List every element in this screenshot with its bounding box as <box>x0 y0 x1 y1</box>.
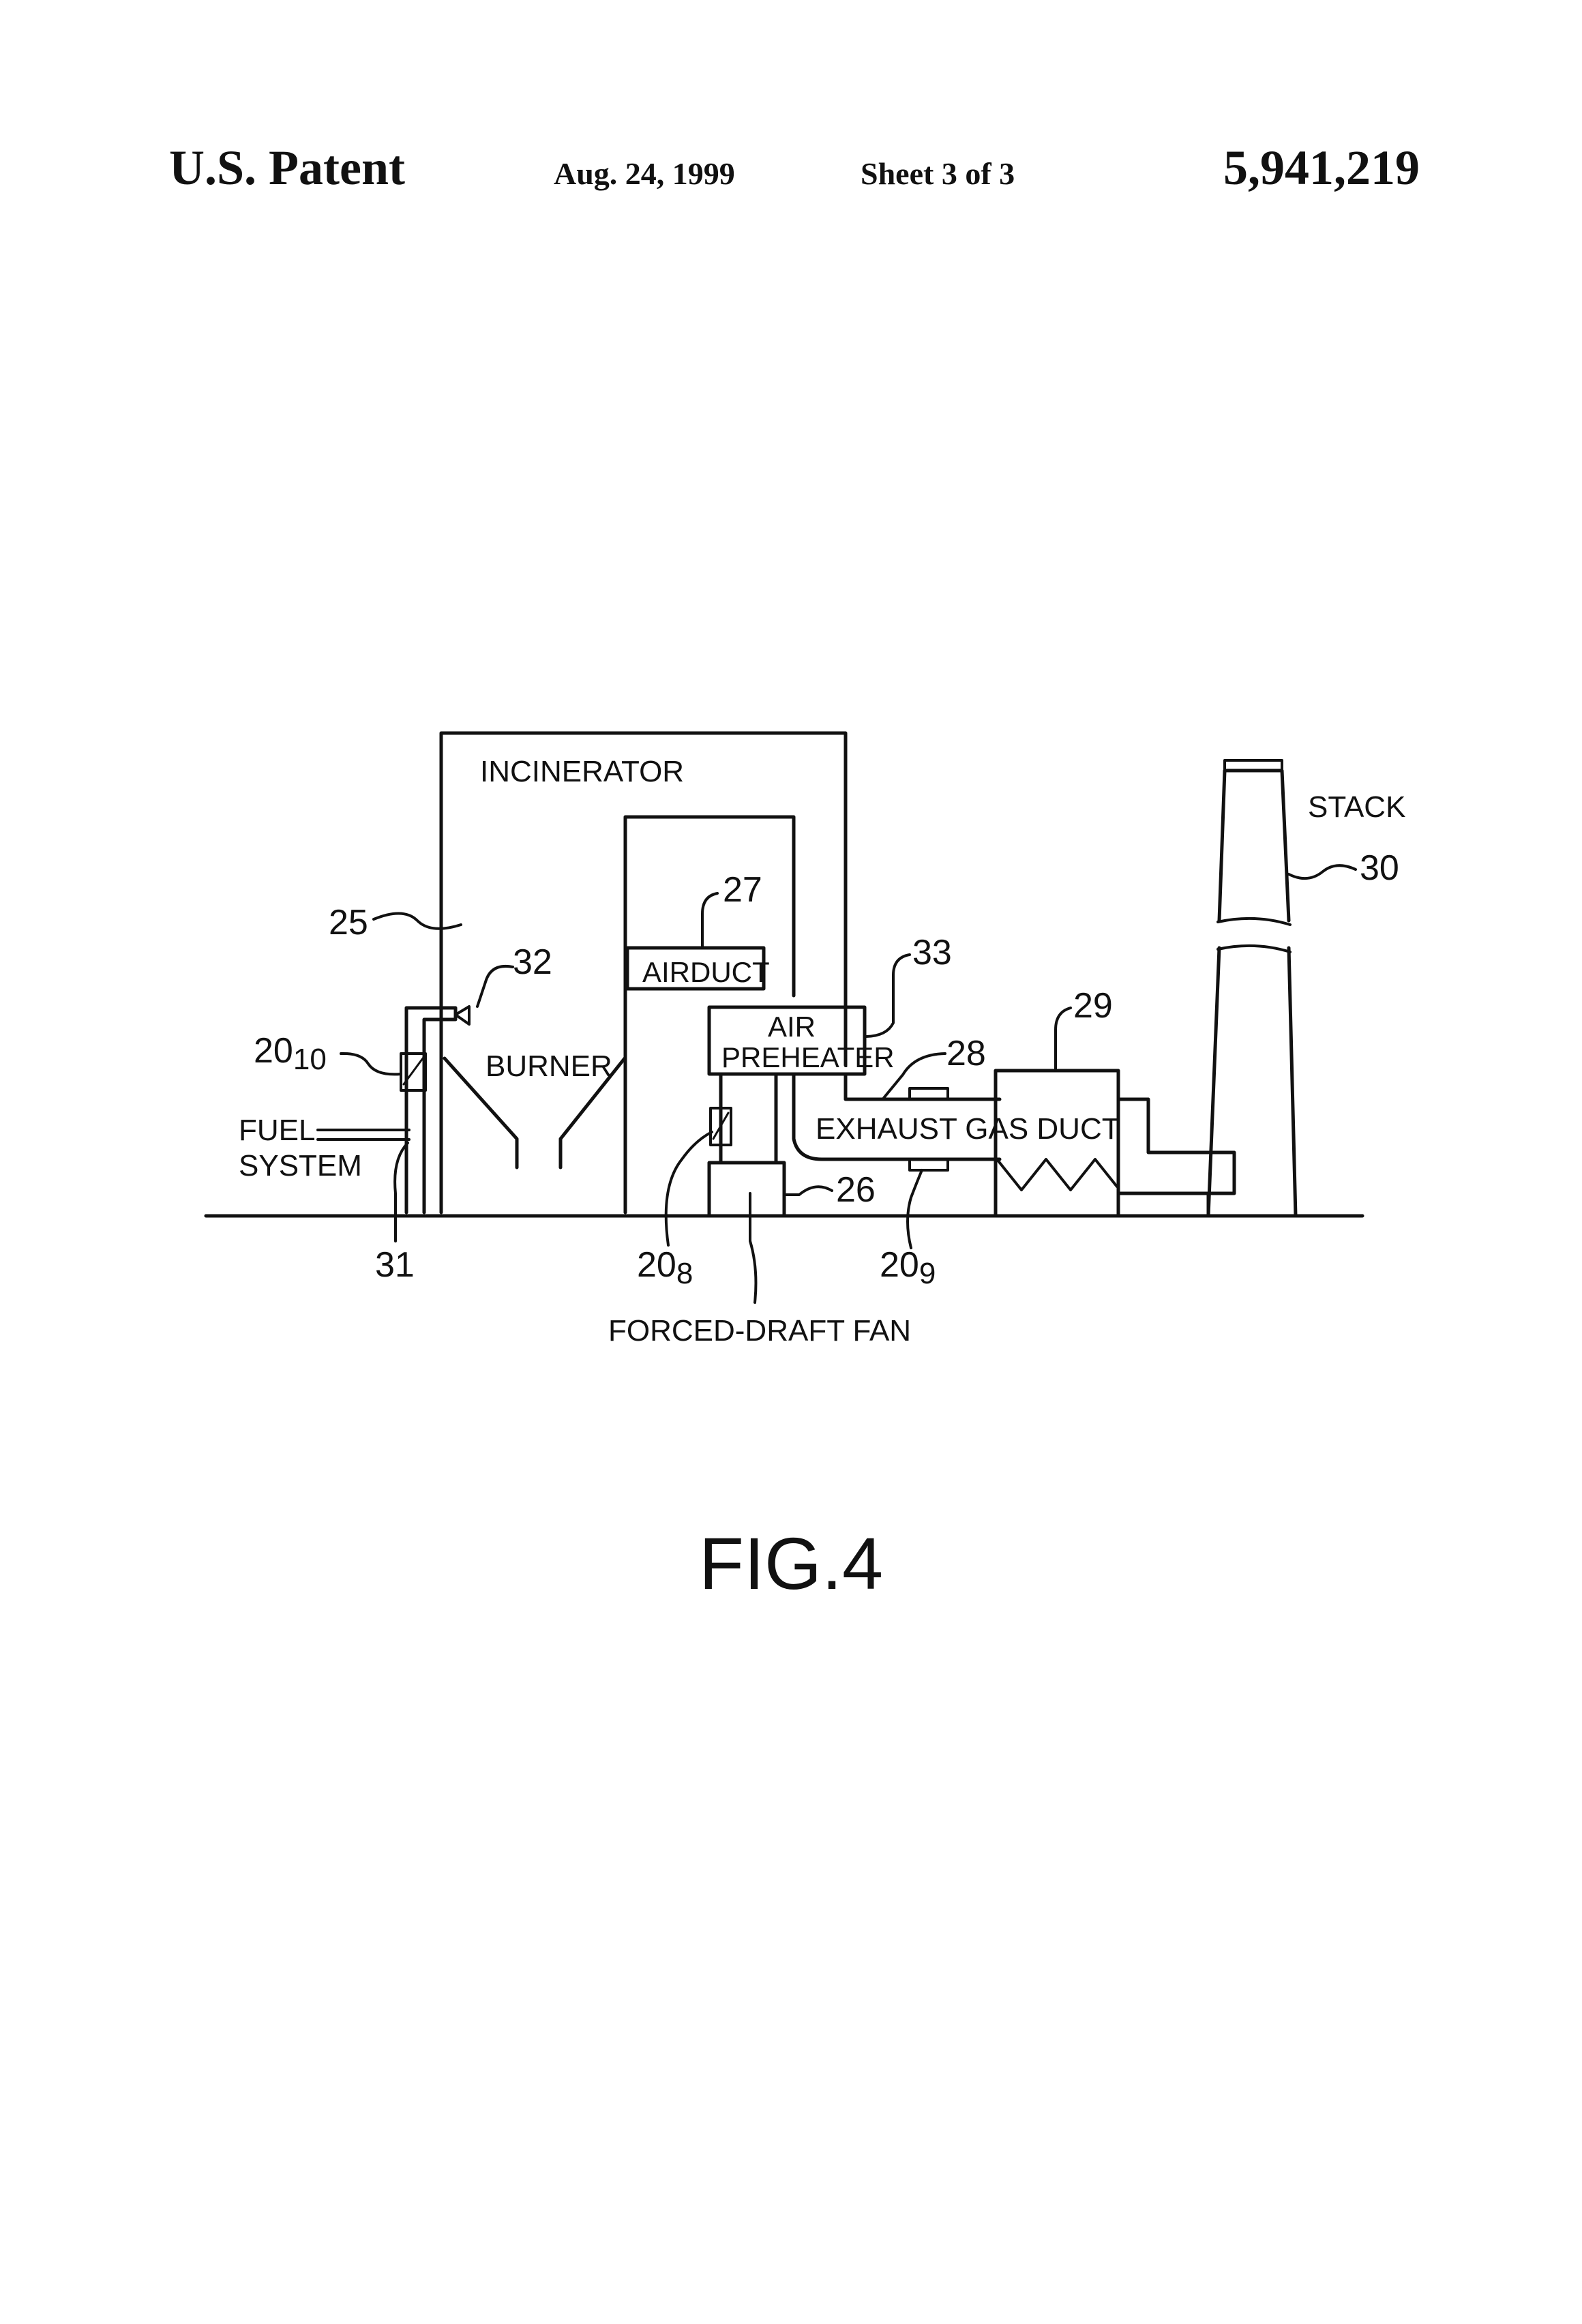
stack-break-bottom <box>1218 946 1290 952</box>
stack-connector <box>1118 1099 1234 1216</box>
leader-20-9 <box>908 1170 922 1248</box>
leader-20-10 <box>341 1054 401 1074</box>
stack-upper <box>1219 771 1289 921</box>
label-forced-draft-fan: FORCED-DRAFT FAN <box>608 1314 911 1347</box>
leader-30 <box>1289 865 1356 878</box>
leader-32 <box>477 966 513 1007</box>
leader-25 <box>374 913 461 928</box>
ref-31: 31 <box>375 1245 415 1285</box>
burner-pipe <box>406 1008 456 1212</box>
label-airduct: AIRDUCT <box>642 956 770 988</box>
label-incinerator: INCINERATOR <box>480 755 684 788</box>
ref-20-8: 208 <box>637 1245 693 1290</box>
ref-25: 25 <box>329 903 368 942</box>
burner-nozzle <box>456 1007 469 1024</box>
label-stack: STACK <box>1308 790 1405 824</box>
stack-lower <box>1208 948 1296 1216</box>
forced-draft-fan <box>709 1163 784 1216</box>
label-air: AIR <box>768 1011 816 1043</box>
ref-29: 29 <box>1073 986 1113 1026</box>
ref-28: 28 <box>946 1034 986 1073</box>
leader-27 <box>702 893 717 948</box>
leader-fan <box>750 1193 756 1302</box>
unit-29-filter <box>997 1159 1117 1190</box>
leader-26 <box>784 1187 832 1195</box>
leader-20-8 <box>666 1132 712 1245</box>
ref-20-9: 209 <box>880 1245 936 1290</box>
ref-33: 33 <box>912 933 952 972</box>
label-exhaust-gas-duct: EXHAUST GAS DUCT <box>816 1112 1120 1146</box>
ref-30: 30 <box>1360 848 1399 888</box>
stack-break-top <box>1218 919 1290 925</box>
leader-29 <box>1056 1008 1071 1071</box>
ref-32: 32 <box>513 942 552 982</box>
figure-caption: FIG.4 <box>699 1522 883 1605</box>
label-preheater: PREHEATER <box>721 1041 895 1073</box>
label-system: SYSTEM <box>239 1149 362 1182</box>
label-burner: BURNER <box>486 1049 612 1083</box>
leader-33 <box>865 955 910 1037</box>
exhaust-duct-top <box>846 1074 1000 1099</box>
ref-27: 27 <box>723 870 762 910</box>
label-fuel: FUEL <box>239 1114 315 1147</box>
ref-20-10: 2010 <box>254 1031 327 1076</box>
ref-26: 26 <box>836 1170 876 1210</box>
